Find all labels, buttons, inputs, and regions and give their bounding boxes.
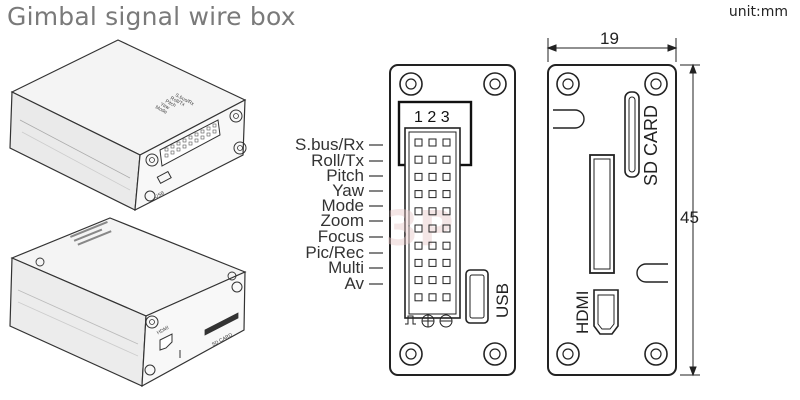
- pin-label-5: Mode: [321, 196, 364, 215]
- dimension-height: [680, 63, 700, 377]
- pin-r9-c3: [442, 276, 451, 285]
- pin-r1-c1: [414, 138, 423, 147]
- pin-r5-c3: [442, 207, 451, 216]
- pin-r5-c1: [414, 207, 423, 216]
- pin-r6-c3: [442, 224, 451, 233]
- iso-top-label-2: Pitch: [164, 98, 177, 109]
- pin-r3-c2: [428, 172, 437, 181]
- pin-grid: [414, 138, 451, 302]
- pin-r6-c1: [414, 224, 423, 233]
- usb-label: USB: [493, 283, 512, 318]
- front-view: 1 2 3 3P USB: [385, 64, 516, 376]
- pin-r3-c1: [414, 172, 423, 181]
- sd-card-label: SD CARD: [641, 105, 661, 186]
- dimension-width: [546, 38, 678, 62]
- pin-label-2: Roll/Tx: [311, 151, 364, 170]
- pin-r4-c3: [442, 190, 451, 199]
- side-view: SD CARD HDMI: [547, 64, 677, 376]
- pin-r2-c1: [414, 155, 423, 164]
- watermark: 3P: [385, 201, 454, 257]
- pin-r3-c3: [442, 172, 451, 181]
- iso-top-usb: USB: [154, 190, 166, 200]
- iso-box-bottom: HDMI SD CARD: [9, 217, 247, 388]
- pin-r2-c2: [428, 155, 437, 164]
- pin-r9-c1: [414, 276, 423, 285]
- pin-r7-c1: [414, 241, 423, 250]
- pin-r4-c2: [428, 190, 437, 199]
- iso-box-top: S.bus/Rx Roll/Tx Pitch Yaw Mode USB: [9, 39, 247, 212]
- pin-r10-c1: [414, 293, 423, 302]
- iso-top-label-4: Mode: [154, 104, 168, 115]
- diagram-title: Gimbal signal wire box: [7, 2, 296, 31]
- iso-bottom-hdmi: HDMI: [156, 325, 170, 336]
- pin-label-3: Pitch: [326, 166, 364, 185]
- pin-label-10: Av: [344, 274, 364, 293]
- pin-label-7: Focus: [318, 227, 364, 246]
- pin-label-4: Yaw: [332, 181, 365, 200]
- pin-numbers: 1 2 3: [414, 109, 450, 126]
- pin-label-8: Pic/Rec: [305, 243, 364, 262]
- pin-r10-c2: [428, 293, 437, 302]
- pin-r4-c1: [414, 190, 423, 199]
- pin-label-1: S.bus/Rx: [295, 135, 364, 154]
- pin-label-9: Multi: [328, 258, 364, 277]
- iso-top-label-3: Yaw: [159, 101, 170, 111]
- pin-r10-c3: [442, 293, 451, 302]
- pin-r7-c3: [442, 241, 451, 250]
- pin-r7-c2: [428, 241, 437, 250]
- unit-label: unit:mm: [728, 4, 788, 20]
- pin-r1-c3: [442, 138, 451, 147]
- hdmi-label: HDMI: [573, 291, 592, 334]
- pin-r6-c2: [428, 224, 437, 233]
- polarity-symbols: [405, 314, 453, 328]
- pin-r8-c1: [414, 258, 423, 267]
- pin-r8-c3: [442, 258, 451, 267]
- pin-r9-c2: [428, 276, 437, 285]
- pin-r2-c3: [442, 155, 451, 164]
- pin-labels: S.bus/RxRoll/TxPitchYawModeZoomFocusPic/…: [295, 135, 383, 293]
- pin-label-6: Zoom: [321, 211, 364, 230]
- pin-r1-c2: [428, 138, 437, 147]
- pin-r5-c2: [428, 207, 437, 216]
- height-value: 45: [680, 208, 699, 227]
- pin-r8-c2: [428, 258, 437, 267]
- width-value: 19: [600, 29, 619, 48]
